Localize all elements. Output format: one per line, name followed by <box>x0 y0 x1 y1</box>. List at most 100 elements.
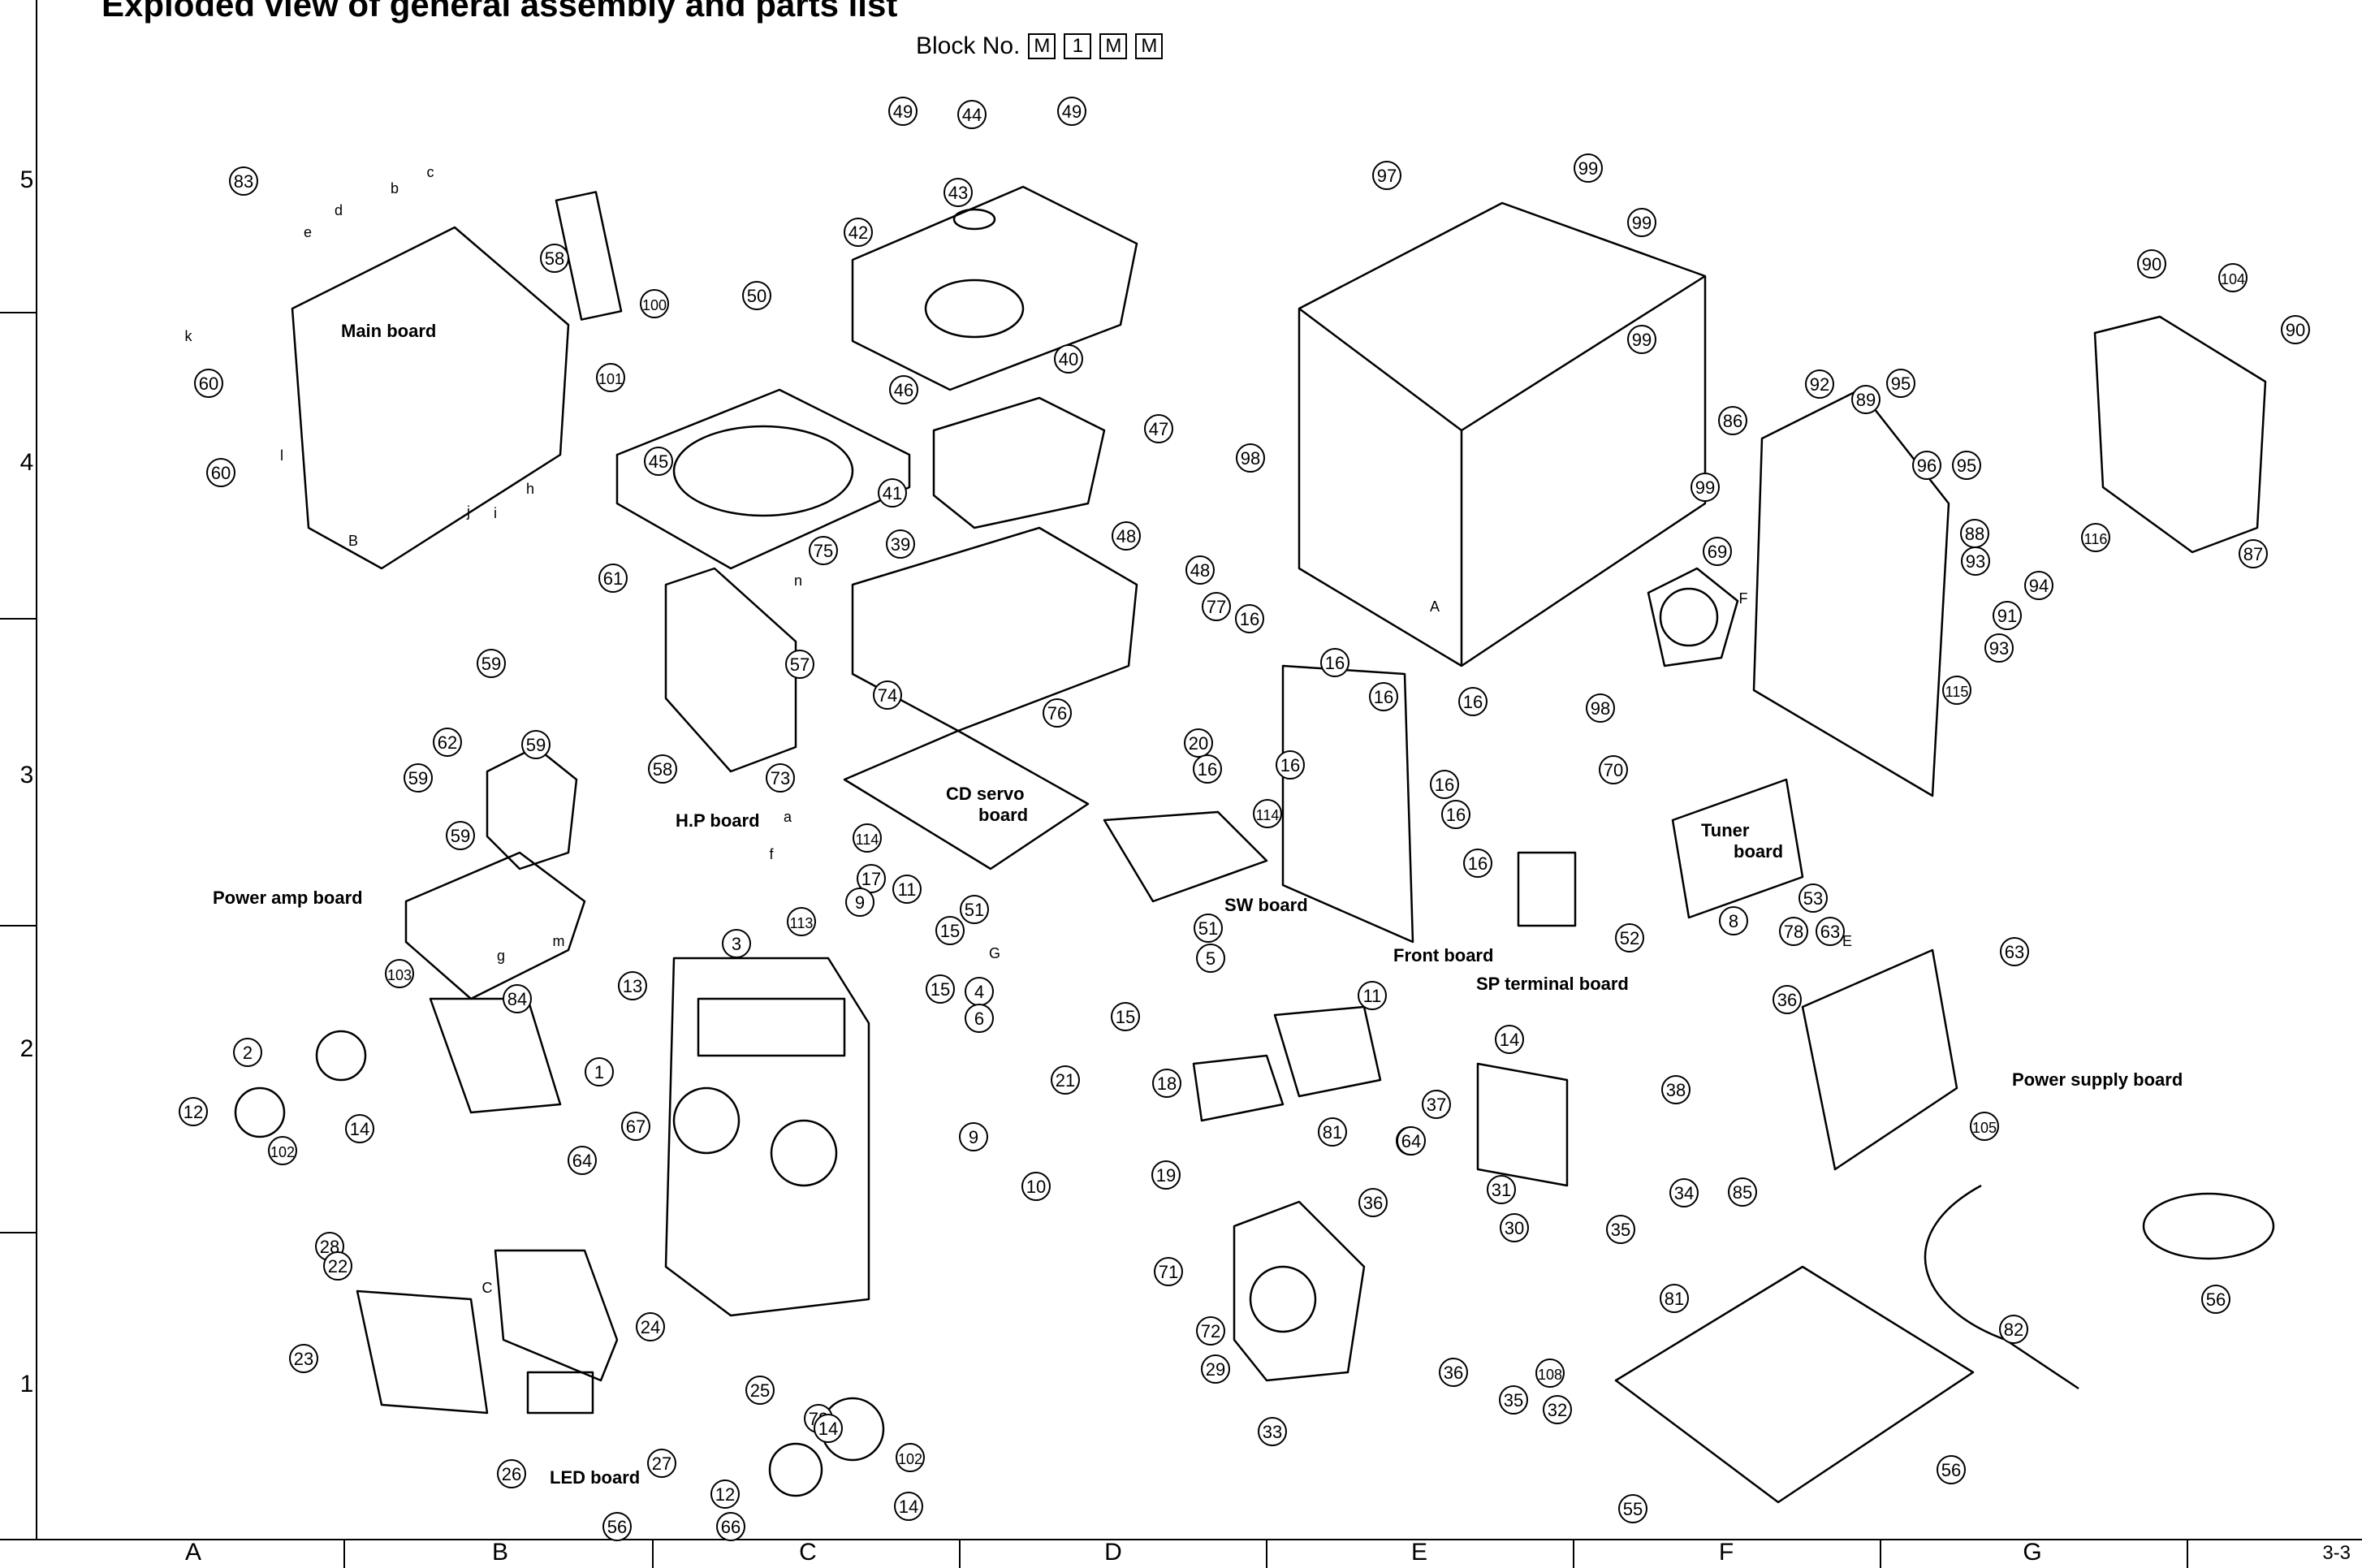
callout-34: 34 <box>1669 1178 1699 1207</box>
callout-43: 43 <box>944 178 973 207</box>
svg-text:113: 113 <box>790 915 814 931</box>
svg-text:48: 48 <box>1116 526 1136 546</box>
callout-14: 14 <box>1495 1025 1524 1054</box>
connector-letter-F: F <box>1739 590 1748 607</box>
callout-23: 23 <box>289 1344 318 1373</box>
connector-letter-m: m <box>553 933 565 949</box>
svg-text:51: 51 <box>1198 918 1218 939</box>
callout-71: 71 <box>1154 1257 1183 1286</box>
connector-letter-a: a <box>784 809 792 825</box>
callout-45: 45 <box>644 447 673 476</box>
callout-56: 56 <box>2201 1285 2230 1314</box>
callout-14: 14 <box>814 1414 843 1443</box>
callout-31: 31 <box>1487 1175 1516 1204</box>
connector-letter-b: b <box>391 180 399 197</box>
grid-column-label: B <box>491 1539 508 1566</box>
svg-text:103: 103 <box>387 967 412 983</box>
callout-16: 16 <box>1458 687 1488 716</box>
svg-text:27: 27 <box>652 1454 671 1474</box>
board-label: Power amp board <box>213 888 363 908</box>
svg-text:76: 76 <box>1047 703 1067 724</box>
callout-61: 61 <box>598 564 628 593</box>
callout-38: 38 <box>1661 1075 1691 1104</box>
callout-113: 113 <box>787 907 816 936</box>
callout-51: 51 <box>960 895 989 924</box>
grid-column-label: D <box>1104 1539 1122 1566</box>
svg-text:45: 45 <box>649 451 668 472</box>
callout-59: 59 <box>477 649 506 678</box>
sw-board-outline <box>1103 810 1268 903</box>
connector-letter-e: e <box>304 224 312 240</box>
callout-9: 9 <box>845 888 874 917</box>
callout-59: 59 <box>404 763 433 793</box>
svg-text:49: 49 <box>893 102 913 122</box>
svg-text:9: 9 <box>855 892 865 913</box>
panel-18 <box>1273 1005 1382 1098</box>
svg-text:93: 93 <box>1966 551 1985 572</box>
svg-text:95: 95 <box>1891 374 1911 394</box>
svg-text:18: 18 <box>1157 1073 1177 1094</box>
callout-47: 47 <box>1144 414 1173 443</box>
svg-text:19: 19 <box>1156 1165 1176 1186</box>
callout-22: 22 <box>323 1251 352 1281</box>
svg-text:31: 31 <box>1492 1180 1511 1200</box>
svg-text:36: 36 <box>1777 990 1797 1010</box>
svg-text:91: 91 <box>1997 606 2017 626</box>
svg-text:99: 99 <box>1695 477 1715 498</box>
svg-text:14: 14 <box>1500 1030 1519 1050</box>
callout-100: 100 <box>640 289 669 318</box>
callout-115: 115 <box>1942 676 1971 705</box>
svg-text:37: 37 <box>1427 1095 1446 1115</box>
svg-text:15: 15 <box>940 921 960 941</box>
callout-94: 94 <box>2024 571 2053 600</box>
callout-14: 14 <box>894 1492 923 1521</box>
svg-text:59: 59 <box>408 768 428 788</box>
callout-64: 64 <box>1397 1126 1426 1155</box>
svg-text:63: 63 <box>1820 922 1840 942</box>
callout-9: 9 <box>959 1122 988 1151</box>
callout-49: 49 <box>888 97 918 126</box>
svg-text:24: 24 <box>641 1317 660 1337</box>
grid-column-label: C <box>799 1539 817 1566</box>
callout-35: 35 <box>1606 1215 1635 1244</box>
callout-11: 11 <box>892 875 922 904</box>
power-cord-outline <box>1924 1184 2079 1390</box>
grid-row-label: 5 <box>19 166 34 193</box>
connector-letter-A: A <box>1430 598 1440 615</box>
svg-text:102: 102 <box>898 1451 922 1467</box>
callout-36: 36 <box>1358 1188 1388 1217</box>
grid-column-label: E <box>1410 1539 1427 1566</box>
svg-text:30: 30 <box>1505 1218 1524 1238</box>
svg-text:16: 16 <box>1435 775 1454 795</box>
callout-58: 58 <box>648 754 677 784</box>
grid-column-label: G <box>2023 1539 2042 1566</box>
callout-57: 57 <box>785 650 814 679</box>
svg-text:104: 104 <box>2221 271 2245 287</box>
svg-text:93: 93 <box>1989 638 2009 659</box>
svg-text:14: 14 <box>350 1119 369 1139</box>
svg-text:32: 32 <box>1548 1400 1567 1420</box>
bracket-62 <box>486 745 578 870</box>
callout-69: 69 <box>1703 537 1732 566</box>
callout-4: 4 <box>965 977 994 1006</box>
connector-letter-i: i <box>494 505 497 521</box>
callout-41: 41 <box>878 478 907 508</box>
callout-85: 85 <box>1728 1177 1757 1207</box>
callout-116: 116 <box>2081 523 2110 552</box>
svg-text:34: 34 <box>1674 1183 1694 1203</box>
svg-text:41: 41 <box>883 483 902 503</box>
svg-text:97: 97 <box>1377 166 1397 186</box>
board-label: Power supply board <box>2012 1069 2183 1090</box>
svg-text:8: 8 <box>1729 911 1738 931</box>
callout-5: 5 <box>1196 944 1225 973</box>
callout-91: 91 <box>1993 601 2022 630</box>
callout-36: 36 <box>1439 1358 1468 1387</box>
svg-text:4: 4 <box>974 982 984 1002</box>
callout-1: 1 <box>585 1057 614 1086</box>
rear-panel-outline <box>1752 388 1950 797</box>
svg-text:46: 46 <box>894 380 913 400</box>
svg-text:22: 22 <box>328 1256 348 1276</box>
